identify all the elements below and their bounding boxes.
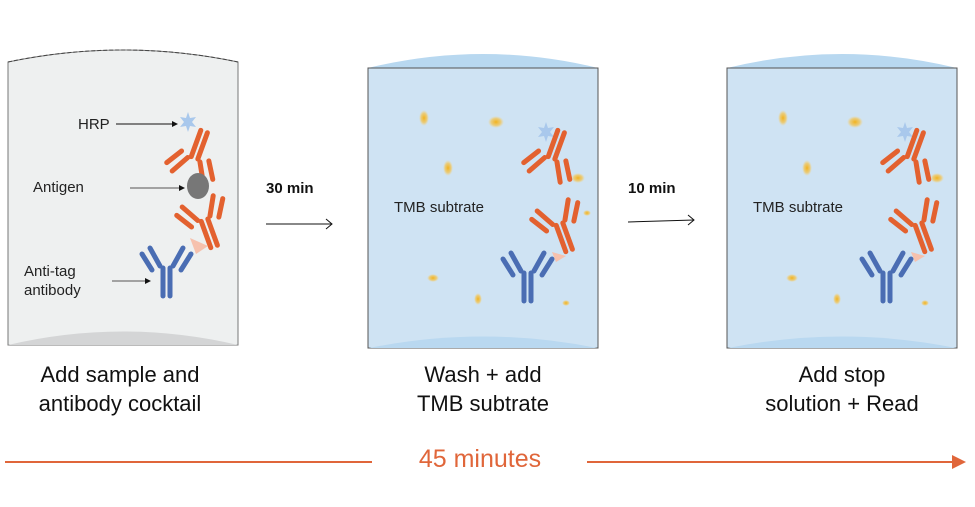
step-2-caption: Wash + add TMB subtrate xyxy=(363,360,603,418)
step-3-line1: Add stop xyxy=(798,362,886,387)
tmb-label-1: TMB subtrate xyxy=(394,199,485,216)
anti-tag-label: Anti-tag antibody xyxy=(24,262,81,300)
step-2-line1: Wash + add xyxy=(424,362,542,387)
duration-2: 10 min xyxy=(628,180,676,197)
step-3-line2: solution + Read xyxy=(765,391,919,416)
step-arrow-1 xyxy=(266,218,333,230)
anti-tag-line2: antibody xyxy=(24,282,81,299)
step-1-line1: Add sample and xyxy=(40,362,200,387)
hrp-icon xyxy=(538,122,554,142)
total-time: 45 minutes xyxy=(418,445,542,473)
step-1-line2: antibody cocktail xyxy=(38,391,202,416)
antigen-label: Antigen xyxy=(33,179,84,196)
step-2-line2: TMB subtrate xyxy=(416,391,550,416)
timeline xyxy=(5,455,966,469)
step-arrow-2 xyxy=(627,214,695,226)
step-3-caption: Add stop solution + Read xyxy=(722,360,962,418)
well-3 xyxy=(726,54,958,349)
duration-1: 30 min xyxy=(266,180,314,197)
anti-tag-line1: Anti-tag xyxy=(24,263,76,280)
well-2 xyxy=(367,54,599,349)
hrp-icon xyxy=(897,122,913,142)
step-1-caption: Add sample and antibody cocktail xyxy=(0,360,240,418)
hrp-icon xyxy=(180,112,196,132)
antigen-icon xyxy=(187,173,209,199)
hrp-label: HRP xyxy=(78,116,110,133)
tmb-label-2: TMB subtrate xyxy=(753,199,844,216)
well-1 xyxy=(7,49,238,346)
